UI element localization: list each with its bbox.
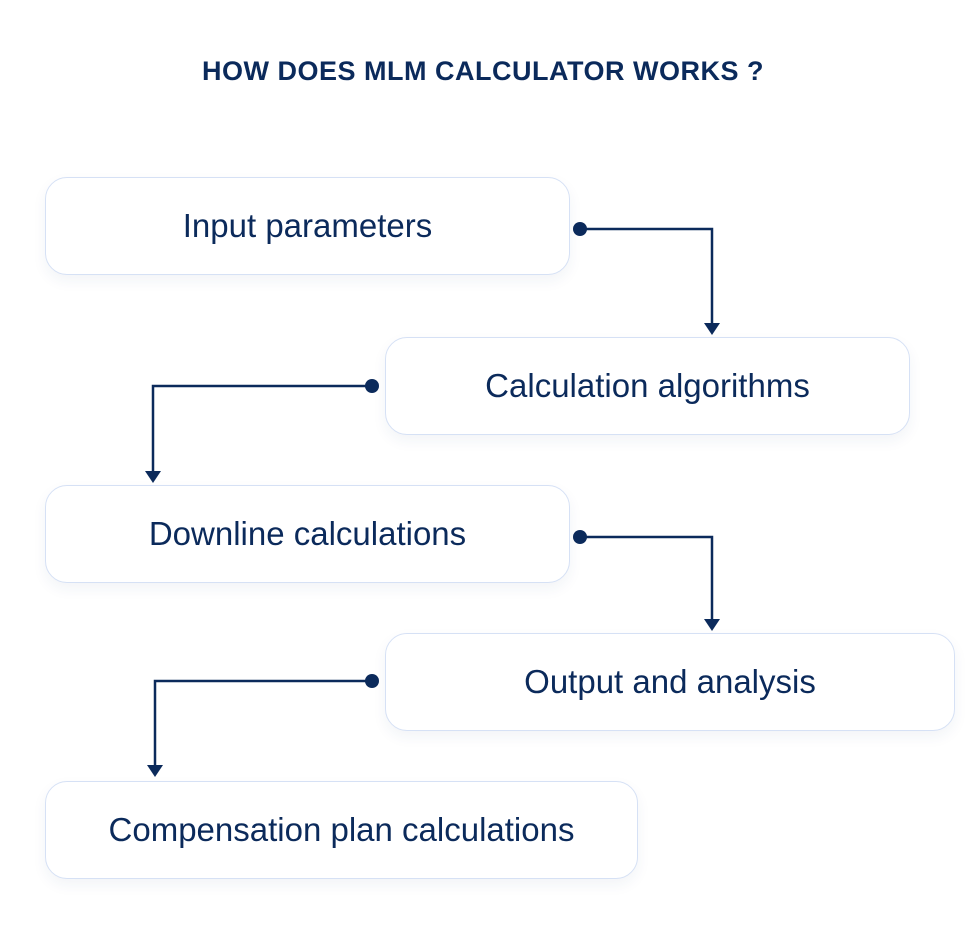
step-compensation-plan-calculations: Compensation plan calculations (45, 781, 638, 879)
arrowhead-3 (704, 619, 720, 631)
connector-dot-2 (365, 379, 379, 393)
arrowhead-4 (147, 765, 163, 777)
arrowhead-1 (704, 323, 720, 335)
step-output-and-analysis: Output and analysis (385, 633, 955, 731)
connector-3-to-4 (580, 535, 714, 622)
connector-2-to-3 (151, 384, 372, 474)
connector-dot-4 (365, 674, 379, 688)
connector-1-to-2 (580, 227, 714, 326)
step-input-parameters: Input parameters (45, 177, 570, 275)
step-calculation-algorithms: Calculation algorithms (385, 337, 910, 435)
connector-dot-3 (573, 530, 587, 544)
connector-4-to-5 (153, 679, 372, 768)
connector-dot-1 (573, 222, 587, 236)
step-downline-calculations: Downline calculations (45, 485, 570, 583)
arrowhead-2 (145, 471, 161, 483)
diagram-title: HOW DOES MLM CALCULATOR WORKS ? (202, 56, 764, 86)
